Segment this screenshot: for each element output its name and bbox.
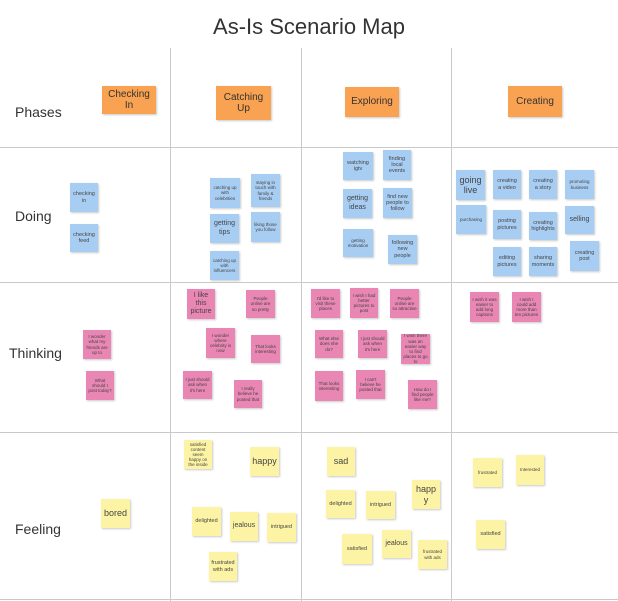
thinking-note[interactable]: How do I find people like me?: [408, 380, 437, 409]
row-divider: [0, 282, 618, 283]
doing-note[interactable]: creating post: [570, 241, 599, 271]
doing-note[interactable]: getting motivation: [343, 229, 373, 257]
feeling-note[interactable]: frustrated with ads: [418, 540, 447, 569]
thinking-note[interactable]: People online are so attractive: [390, 289, 419, 318]
thinking-note[interactable]: I wish I had better pictures to post: [350, 288, 378, 318]
thinking-note[interactable]: I like this picture: [187, 289, 215, 319]
doing-note[interactable]: promoting business: [565, 170, 594, 199]
thinking-note[interactable]: That looks interesting: [251, 335, 280, 363]
doing-note[interactable]: getting tips: [210, 214, 239, 243]
feeling-note[interactable]: Interested: [516, 455, 544, 485]
feeling-note[interactable]: delighted: [192, 507, 221, 536]
row-label-thinking: Thinking: [9, 345, 62, 361]
row-label-feeling: Feeling: [15, 521, 61, 537]
thinking-note[interactable]: What should I post today?: [86, 371, 114, 400]
doing-note[interactable]: selling: [565, 206, 594, 234]
phase-note-creating[interactable]: Creating: [508, 86, 562, 117]
phase-note-catching-up[interactable]: Catching Up: [216, 86, 271, 120]
thinking-note[interactable]: I just should ask when it's here: [183, 371, 212, 399]
phase-note-exploring[interactable]: Exploring: [345, 87, 399, 117]
doing-note[interactable]: getting ideas: [343, 189, 372, 218]
feeling-note[interactable]: satisfied content seem happy on the insi…: [184, 440, 212, 469]
thinking-note[interactable]: I wonder what my friends are up to: [83, 330, 111, 359]
row-divider: [0, 432, 618, 433]
column-divider: [301, 48, 302, 601]
row-divider: [0, 147, 618, 148]
doing-note[interactable]: liking those you follow: [251, 212, 280, 242]
doing-note[interactable]: checking feed: [70, 224, 98, 252]
doing-note[interactable]: sharing moments: [529, 247, 557, 276]
map-title: As-Is Scenario Map: [213, 14, 405, 39]
feeling-note[interactable]: intrigued: [267, 513, 296, 542]
doing-note[interactable]: staying in touch with family & friends: [251, 174, 280, 207]
thinking-note[interactable]: What else does she do?: [315, 330, 343, 358]
thinking-note[interactable]: People online are so pretty: [246, 290, 275, 318]
thinking-note[interactable]: I wish I could add more than ten picture…: [512, 292, 541, 322]
feeling-note[interactable]: happy: [412, 480, 440, 509]
feeling-note[interactable]: jealous: [382, 530, 411, 558]
row-label-phases: Phases: [15, 104, 62, 120]
thinking-note[interactable]: I can't believe he posted that: [356, 370, 385, 399]
row-label-doing: Doing: [15, 208, 52, 224]
feeling-note[interactable]: delighted: [326, 490, 355, 518]
feeling-note[interactable]: sad: [327, 447, 355, 476]
feeling-note[interactable]: satisfied: [342, 534, 372, 564]
column-divider: [170, 48, 171, 601]
doing-note[interactable]: creating a story: [529, 170, 557, 199]
thinking-note[interactable]: That looks interesting: [315, 371, 343, 401]
feeling-note[interactable]: satisfied: [476, 520, 505, 549]
column-divider: [451, 48, 452, 601]
feeling-note[interactable]: frustrated with ads: [209, 552, 237, 581]
doing-note[interactable]: creating a video: [493, 170, 521, 199]
doing-note[interactable]: purchasing: [456, 205, 486, 234]
feeling-note[interactable]: jealous: [230, 512, 258, 541]
feeling-note[interactable]: intrigued: [366, 491, 395, 519]
feeling-note[interactable]: bored: [101, 499, 130, 528]
thinking-note[interactable]: I'd like to visit these places: [311, 289, 340, 318]
row-divider: [0, 599, 618, 600]
doing-note[interactable]: going live: [456, 170, 485, 200]
thinking-note[interactable]: I wish it was easier to add long caption…: [470, 292, 499, 322]
doing-note[interactable]: catching up with influencers: [210, 251, 239, 280]
doing-note[interactable]: find new people to follow: [383, 188, 412, 218]
doing-note[interactable]: posting pictures: [493, 210, 521, 239]
thinking-note[interactable]: I wish there was an easier way to find p…: [401, 334, 430, 364]
phase-note-checking-in[interactable]: Checking In: [102, 86, 156, 114]
thinking-note[interactable]: I just should ask when it's here: [358, 330, 387, 358]
feeling-note[interactable]: frustrated: [473, 458, 502, 487]
thinking-note[interactable]: I really believe he posted that: [234, 380, 262, 408]
doing-note[interactable]: watching igtv: [343, 152, 373, 180]
doing-note[interactable]: finding local events: [383, 150, 411, 180]
feeling-note[interactable]: happy: [250, 447, 279, 476]
doing-note[interactable]: editing pictures: [493, 247, 521, 276]
doing-note[interactable]: creating highlights: [529, 212, 557, 240]
doing-note[interactable]: catching up with celebrities: [210, 178, 240, 208]
thinking-note[interactable]: I wonder where celebrity is now: [206, 328, 235, 358]
doing-note[interactable]: checking in: [70, 183, 98, 212]
doing-note[interactable]: following new people: [388, 235, 417, 264]
